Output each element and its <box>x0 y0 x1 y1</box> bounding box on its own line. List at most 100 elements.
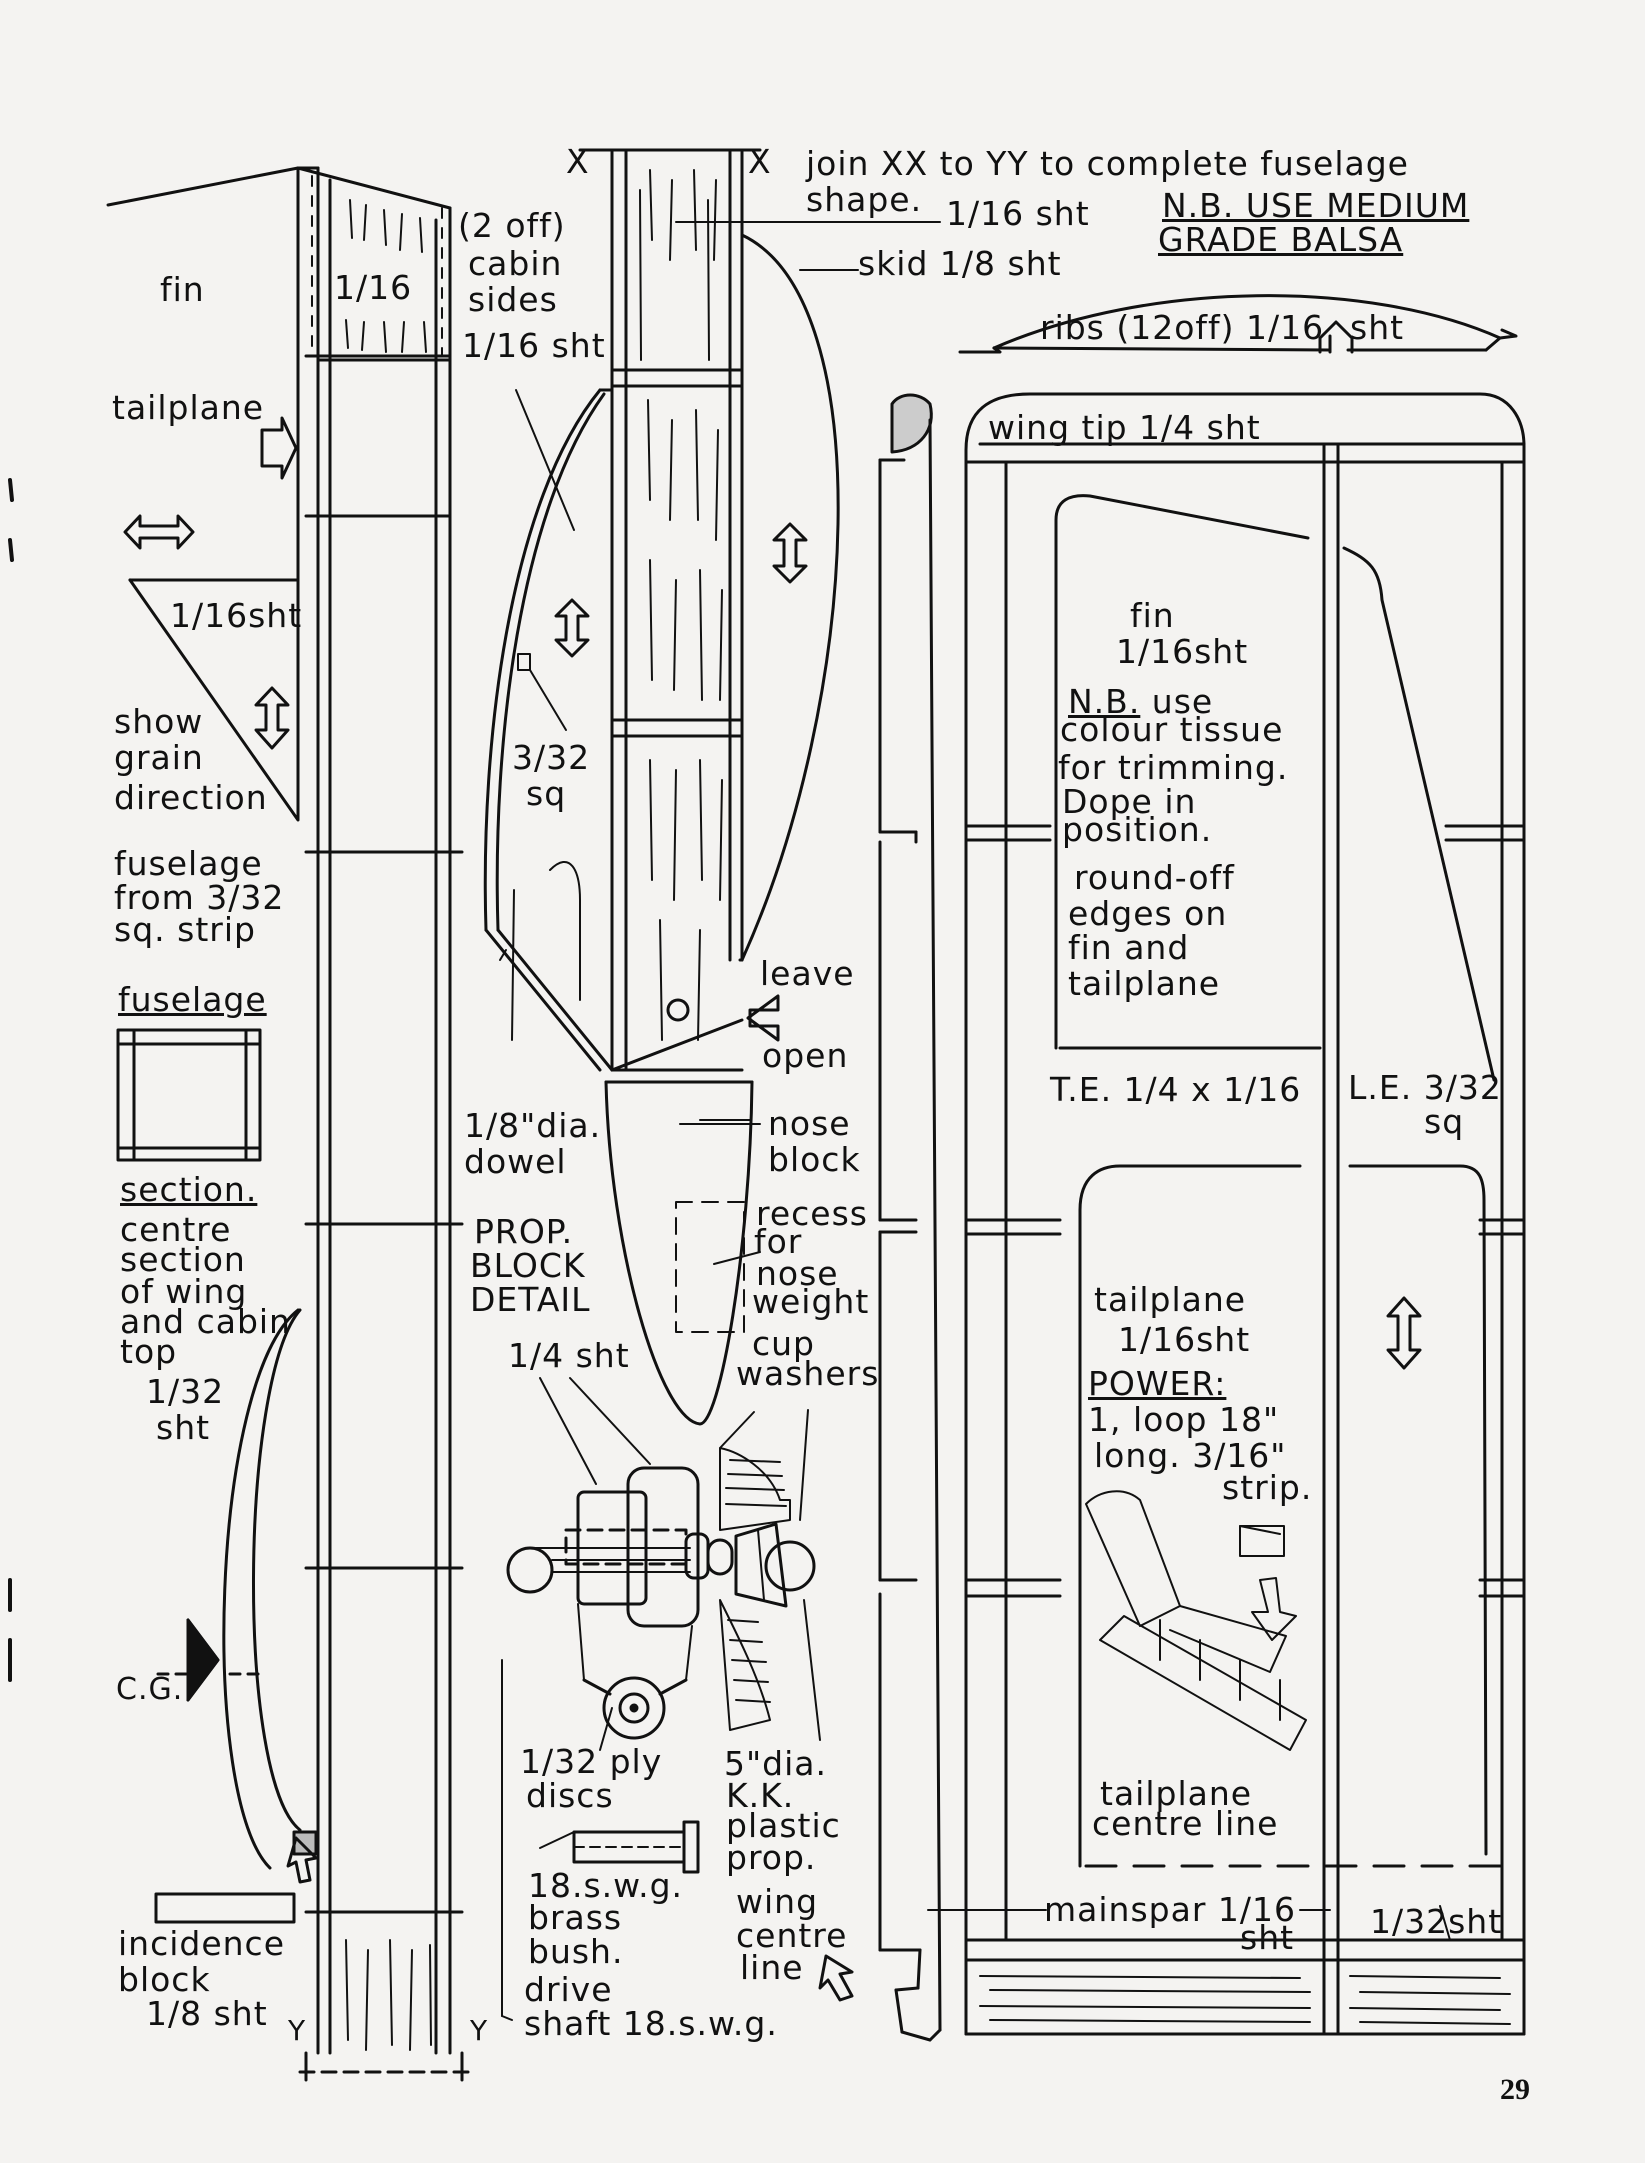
wing-centre-arrow-icon <box>820 1956 852 2000</box>
prop-1: 5"dia. <box>724 1744 828 1783</box>
balsa-note-1: N.B. USE MEDIUM <box>1162 186 1470 225</box>
cg-label: C.G. <box>116 1672 184 1707</box>
incidence-1: incidence <box>118 1924 286 1963</box>
round-off-3: fin and <box>1068 928 1190 967</box>
strut-3-32-callout <box>500 654 580 1040</box>
wing-fin-2: 1/16sht <box>1116 632 1249 671</box>
tissue-note-1-text: use <box>1140 682 1214 721</box>
tissue-note-4: Dope in <box>1062 782 1197 821</box>
skid-label: skid 1/8 sht <box>858 244 1062 283</box>
centre-section-1: centre <box>120 1210 232 1249</box>
recess-box <box>676 1202 744 1332</box>
marker-y-right: Y <box>470 2014 489 2047</box>
round-off-1: round-off <box>1074 858 1235 897</box>
wing-centre-2: centre <box>736 1916 848 1955</box>
recess-2: for <box>754 1222 803 1261</box>
dowel-2: dowel <box>464 1142 567 1181</box>
motor-strip-sketch <box>1086 1491 1306 1750</box>
ribs-suffix: sht <box>1350 308 1405 347</box>
show-grain-2: grain <box>114 738 204 777</box>
recess-4: weight <box>752 1282 870 1321</box>
prop-title-1: PROP. <box>474 1212 574 1251</box>
tailplane-arrow-icon <box>1388 1298 1420 1368</box>
fuselage-from-2: from 3/32 <box>114 878 285 917</box>
round-off-2: edges on <box>1068 894 1228 933</box>
discs-2: discs <box>526 1776 614 1815</box>
prop-2: K.K. <box>726 1776 795 1815</box>
wing-outline <box>966 394 1524 2034</box>
centre-section-5: top <box>120 1332 178 1371</box>
grain-arrow-horizontal-icon <box>125 516 193 548</box>
leave-label: leave <box>760 954 855 993</box>
page-number: 29 <box>1500 2073 1530 2106</box>
nose-block <box>606 1082 752 1424</box>
nose-block-1: nose <box>768 1104 851 1143</box>
fuselage-side <box>298 168 470 2080</box>
sheet-132-label: 1/32sht <box>1370 1902 1503 1941</box>
centre-line-2: centre line <box>1092 1804 1279 1843</box>
le-label-2: sq <box>1424 1102 1465 1141</box>
fuselage-from-1: fuselage <box>114 844 263 883</box>
section-title: fuselage <box>118 980 267 1019</box>
cup-washers-1: cup <box>752 1324 816 1363</box>
te-label: T.E. 1/4 x 1/16 <box>1050 1070 1302 1109</box>
fuselage-from-3: sq. strip <box>114 910 256 949</box>
wing-section-profile <box>880 395 940 2040</box>
page-edge-marks <box>10 480 12 1680</box>
strut-label-1: 3/32 <box>512 738 591 777</box>
ribs-label: ribs (12off) 1/16 <box>1040 308 1325 347</box>
sheet-leaders <box>540 1378 650 1750</box>
tail-sheet-label: 1/16sht <box>170 596 303 635</box>
fuselage-dashed-inner <box>312 176 442 356</box>
le-label-1: L.E. 3/32 <box>1348 1068 1502 1107</box>
cabin-sides-4: 1/16 sht <box>462 326 606 365</box>
cup-washers-2: washers <box>736 1354 880 1393</box>
prop-4: prop. <box>726 1838 817 1877</box>
fuselage-section-square <box>118 1030 260 1160</box>
marker-x-right: X <box>748 142 772 181</box>
cabin-arrow-icon <box>556 600 588 656</box>
centre-line-1: tailplane <box>1100 1774 1253 1813</box>
nose-arrow-icon <box>774 524 806 582</box>
wing-centre-1: wing <box>736 1882 819 1921</box>
power-1: 1, loop 18" <box>1088 1400 1280 1439</box>
centre-section-2: section <box>120 1240 246 1279</box>
bush-3: bush. <box>528 1932 624 1971</box>
mainspar-1: mainspar 1/16 <box>1044 1890 1296 1929</box>
wing-tailplane-1: tailplane <box>1094 1280 1247 1319</box>
dowel-circle <box>668 1000 688 1020</box>
rib-profile <box>960 296 1516 352</box>
brass-bush <box>540 1822 698 1872</box>
show-grain-1: show <box>114 702 204 741</box>
leader-right <box>928 1906 1450 1940</box>
wing-centre-3: line <box>740 1948 804 1987</box>
balsa-note-2: GRADE BALSA <box>1158 220 1404 259</box>
strut-label-2: sq <box>526 774 567 813</box>
up-arrow-icon <box>288 1838 316 1882</box>
bush-1: 18.s.w.g. <box>528 1866 684 1905</box>
incidence-block <box>156 1894 294 1922</box>
centre-section-4: and cabin <box>120 1302 291 1341</box>
tailplane-plan <box>1060 1048 1500 1866</box>
nose-sheet-label: 1/16 sht <box>946 194 1090 233</box>
marker-y-left: Y <box>288 2014 307 2047</box>
centre-section-curve <box>224 1310 316 1868</box>
tissue-note-1: N.B. use <box>1068 684 1213 720</box>
grain-arrow-vertical-icon <box>256 688 288 748</box>
centre-sheet-1: 1/32 <box>146 1372 225 1411</box>
incidence-2: block <box>118 1960 211 1999</box>
power-title: POWER: <box>1088 1364 1227 1403</box>
tail-sheet-triangle <box>130 580 298 820</box>
nose-block-2: block <box>768 1140 861 1179</box>
bush-2: brass <box>528 1898 623 1937</box>
prop-title-3: DETAIL <box>470 1280 591 1319</box>
leave-open-arrow-icon <box>748 996 778 1040</box>
power-3: strip. <box>1222 1468 1313 1507</box>
centre-section-3: of wing <box>120 1272 248 1311</box>
centre-sheet-2: sht <box>156 1408 211 1447</box>
show-grain-3: direction <box>114 778 268 817</box>
mainspar-2: sht <box>1240 1918 1295 1957</box>
cabin-struts <box>485 235 838 1070</box>
prop-sheet-label: 1/4 sht <box>508 1336 630 1375</box>
